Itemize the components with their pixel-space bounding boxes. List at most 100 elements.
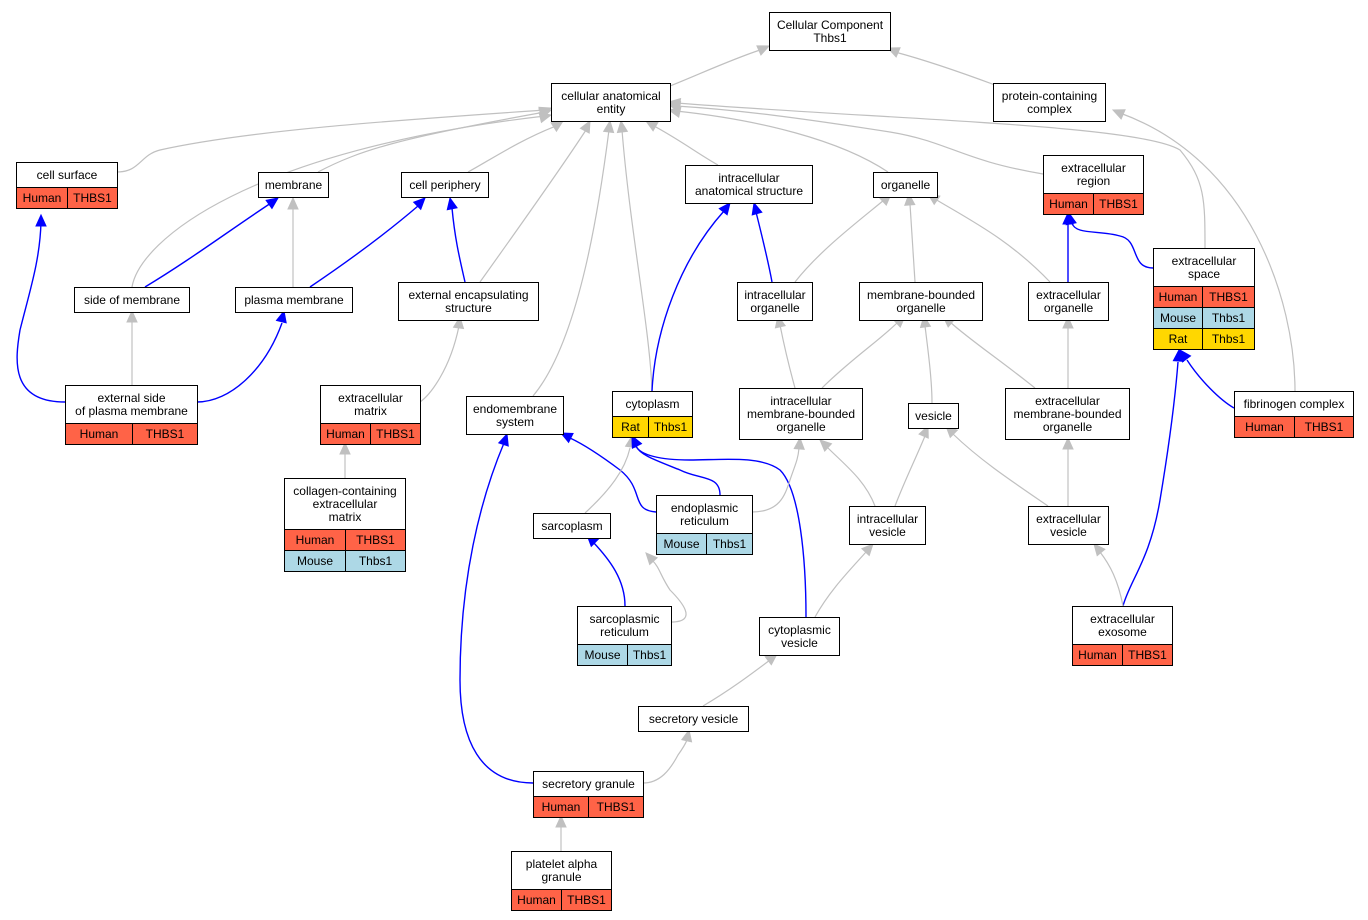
- gene-label: Thbs1: [713, 537, 747, 551]
- edge-line: [755, 211, 773, 283]
- arrowhead-icon: [559, 432, 574, 444]
- edge-secgranule-to-secvesicle: [642, 728, 693, 784]
- edge-line: [1122, 361, 1179, 607]
- gene-label: Thbs1: [633, 648, 667, 662]
- edge-line: [569, 437, 657, 513]
- species-label: Human: [80, 427, 119, 441]
- node-label: endomembrane: [473, 402, 557, 416]
- edge-extside-to-plasmamem: [196, 309, 287, 403]
- edge-collagenecm-to-ecm: [339, 441, 351, 478]
- edge-line: [635, 445, 807, 618]
- gene-cell: [67, 187, 118, 209]
- arrowhead-icon: [538, 111, 553, 124]
- node-box: [74, 287, 190, 313]
- edge-ecregion-to-cae: [667, 100, 1044, 175]
- node-label: granule: [541, 870, 581, 884]
- species-label: Mouse: [1160, 311, 1196, 325]
- arrowhead-icon: [1093, 543, 1106, 557]
- node-label: endoplasmic: [671, 501, 738, 515]
- node-label: intracellular: [770, 394, 831, 408]
- node-label: organelle: [750, 301, 800, 315]
- node-cell-periphery[interactable]: cell periphery: [401, 172, 489, 198]
- edge-er-to-cytoplasm: [631, 434, 721, 496]
- edge-ecspace-to-cae: [667, 97, 1206, 249]
- edge-line: [317, 111, 546, 173]
- node-box: [1028, 282, 1109, 321]
- arrowhead-icon: [287, 196, 299, 210]
- edge-line: [467, 125, 557, 173]
- gene-cell: [370, 423, 421, 445]
- edge-fibcomplex-to-pcc: [1111, 109, 1296, 392]
- node-label: anatomical structure: [695, 184, 803, 198]
- node-side-of-membrane[interactable]: side of membrane: [74, 287, 190, 313]
- arrowhead-icon: [918, 424, 929, 439]
- edge-ecexosome-to-ecspace: [1122, 348, 1185, 607]
- arrowhead-icon: [644, 120, 659, 132]
- arrowhead-icon: [1111, 109, 1126, 120]
- arrowhead-icon: [275, 309, 287, 324]
- edge-er-to-icmbo: [751, 436, 805, 513]
- arrowhead-icon: [497, 432, 509, 447]
- node-label: space: [1188, 267, 1220, 281]
- node-collagen-containing-extracellular-matrix[interactable]: collagen-containingextracellularmatrixHu…: [284, 478, 406, 572]
- gene-label: THBS1: [1305, 420, 1344, 434]
- edge-line: [1186, 359, 1235, 409]
- gene-label: Thbs1: [1212, 311, 1246, 325]
- species-label: Human: [296, 533, 335, 547]
- species-label: Human: [23, 191, 62, 205]
- node-vesicle[interactable]: vesicle: [908, 403, 959, 429]
- arrowhead-icon: [756, 45, 771, 56]
- arrowhead-icon: [793, 436, 805, 450]
- node-label: matrix: [329, 510, 362, 524]
- node-box: [1072, 606, 1173, 645]
- node-label: sarcoplasmic: [589, 612, 659, 626]
- node-membrane[interactable]: membrane: [258, 172, 329, 198]
- node-label: organelle: [1044, 301, 1094, 315]
- node-label: membrane-bounded: [747, 407, 855, 421]
- edge-platelet-to-secgranule: [555, 814, 567, 851]
- node-sarcoplasm[interactable]: sarcoplasm: [533, 513, 611, 539]
- species-label: Mouse: [584, 648, 620, 662]
- gene-label: Thbs1: [1212, 332, 1246, 346]
- node-plasma-membrane[interactable]: plasma membrane: [235, 287, 353, 313]
- edge-line: [751, 447, 800, 513]
- node-secretory-vesicle[interactable]: secretory vesicle: [638, 706, 749, 732]
- edge-secvesicle-to-cytovesicle: [702, 653, 778, 707]
- node-box: [873, 172, 938, 198]
- edge-line: [592, 541, 626, 607]
- edge-line: [949, 321, 1036, 389]
- node-box: [1028, 506, 1109, 545]
- node-label: matrix: [354, 404, 387, 418]
- edge-ecmbo-to-mborganelle: [942, 315, 1036, 389]
- node-box: [1153, 248, 1255, 287]
- node-organelle[interactable]: organelle: [873, 172, 938, 198]
- node-label: reticulum: [680, 514, 729, 528]
- node-label: intracellular: [718, 171, 779, 185]
